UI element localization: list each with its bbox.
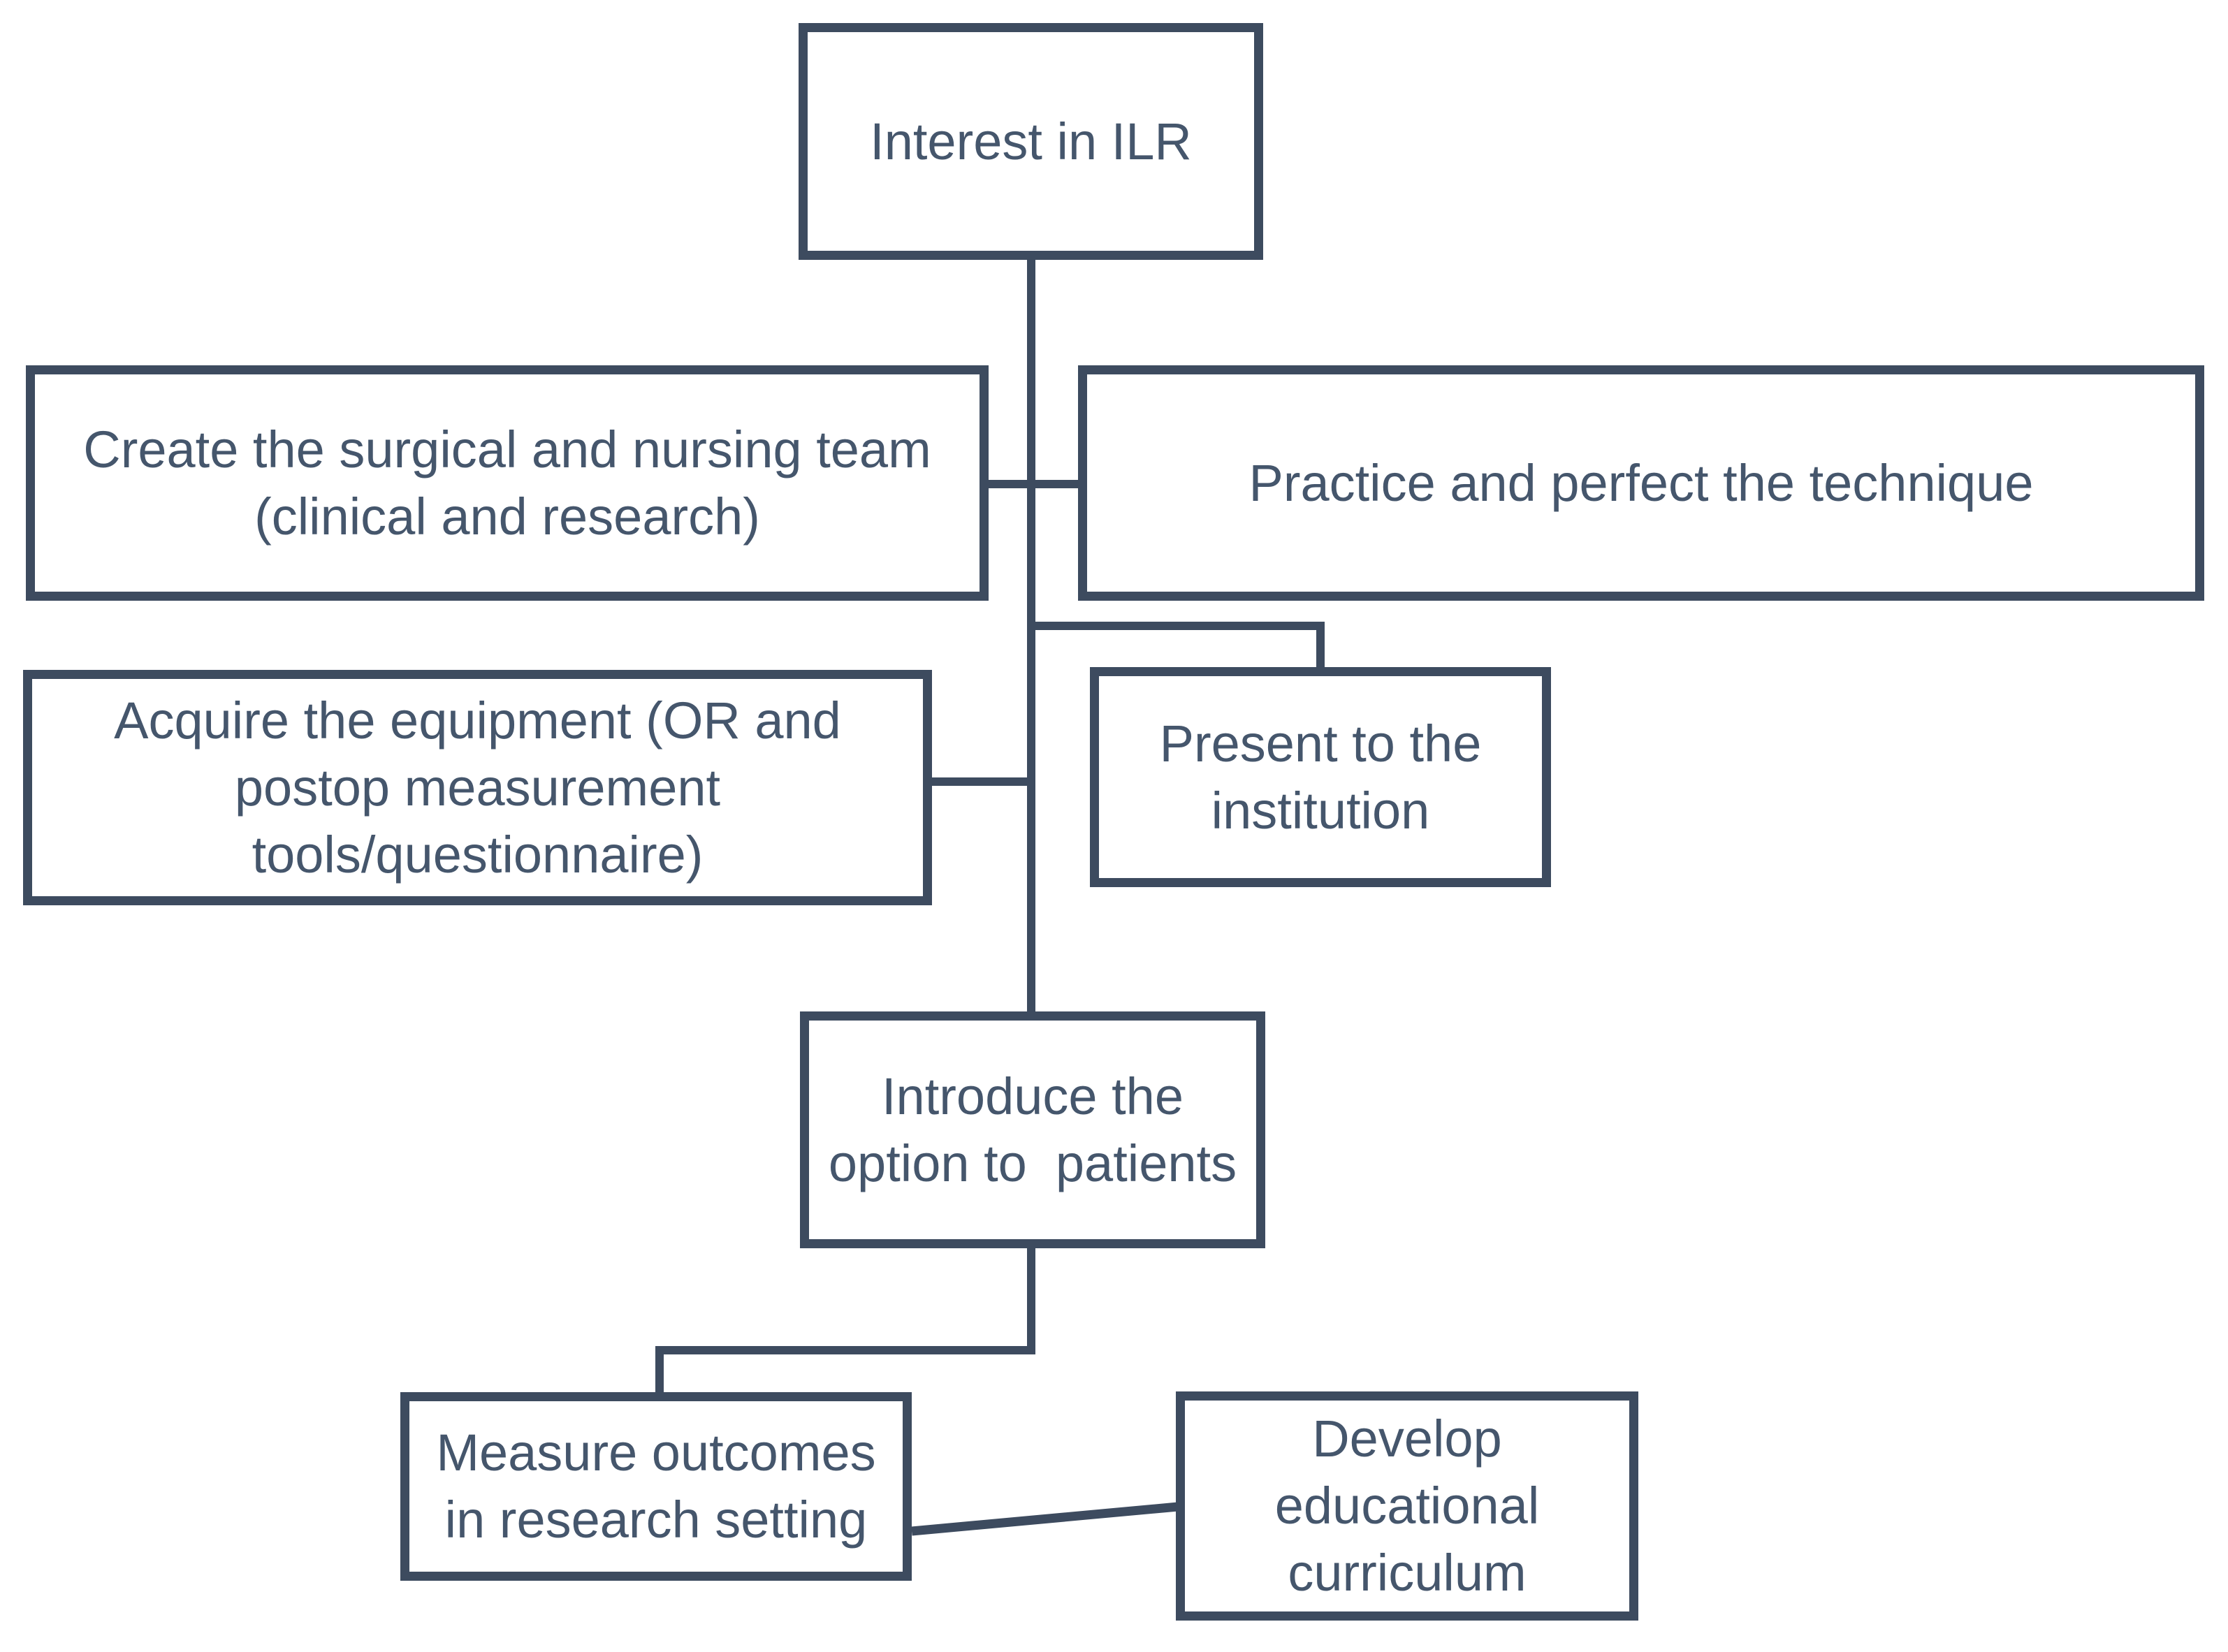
- node-label: Present to the institution: [1159, 714, 1482, 840]
- node-present-institution: Present to the institution: [1090, 667, 1551, 887]
- connector-acquire-to-trunk: [932, 777, 1035, 786]
- connector-create-practice: [989, 480, 1078, 488]
- node-label: Acquire the equipment (OR and postop mea…: [114, 691, 841, 884]
- node-label: Practice and perfect the technique: [1248, 453, 2034, 512]
- node-label: Interest in ILR: [870, 112, 1192, 170]
- node-label: Measure outcomes in research setting: [436, 1424, 876, 1549]
- connector-measure-develop-diagonal: [911, 1502, 1179, 1536]
- node-label: Develop educational curriculum: [1274, 1410, 1540, 1602]
- connector-present-horizontal: [1027, 622, 1325, 630]
- node-practice-technique: Practice and perfect the technique: [1078, 365, 2204, 601]
- node-measure-outcomes: Measure outcomes in research setting: [400, 1392, 912, 1581]
- connector-trunk-vertical: [1027, 260, 1035, 1011]
- connector-introduce-down: [1027, 1248, 1035, 1354]
- node-introduce-option: Introduce the option to patients: [800, 1011, 1265, 1248]
- node-develop-curriculum: Develop educational curriculum: [1176, 1391, 1638, 1621]
- connector-measure-vertical: [655, 1346, 664, 1392]
- node-create-team: Create the surgical and nursing team (cl…: [26, 365, 989, 601]
- connector-present-vertical: [1316, 622, 1325, 667]
- node-interest-in-ilr: Interest in ILR: [799, 23, 1263, 260]
- node-label: Introduce the option to patients: [828, 1067, 1237, 1192]
- node-label: Create the surgical and nursing team (cl…: [83, 420, 931, 546]
- connector-measure-horizontal: [655, 1346, 1035, 1354]
- node-acquire-equipment: Acquire the equipment (OR and postop mea…: [23, 670, 932, 905]
